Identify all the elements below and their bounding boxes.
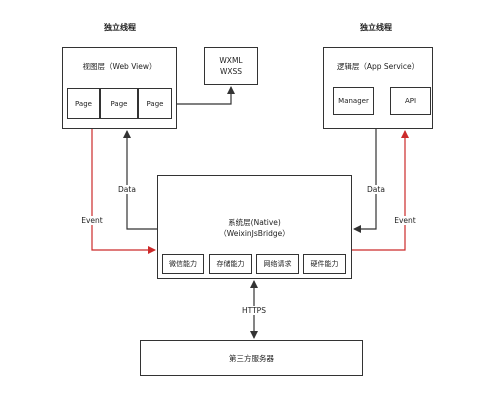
manager-box: Manager bbox=[333, 87, 374, 115]
third-party-server-label: 第三方服务器 bbox=[229, 354, 274, 363]
logic-layer-title: 逻辑层（App Service） bbox=[336, 62, 420, 71]
wxss-label: WXSS bbox=[219, 67, 243, 76]
wxml-wxss-box: WXML WXSS bbox=[204, 47, 258, 85]
api-box: API bbox=[390, 87, 431, 115]
view-to-wxml-arrow bbox=[177, 86, 235, 105]
thread-label-right: 独立线程 bbox=[360, 23, 392, 32]
native-layer-title: 系统层(Native) bbox=[228, 218, 281, 227]
capability-hardware: 硬件能力 bbox=[303, 254, 346, 274]
page-cell-3: Page bbox=[138, 88, 172, 119]
data-label-left: Data bbox=[114, 185, 140, 194]
third-party-server-box: 第三方服务器 bbox=[140, 340, 363, 376]
native-layer-subtitle: （WeixinJsBridge） bbox=[219, 229, 290, 238]
data-label-right: Data bbox=[363, 185, 389, 194]
page-cell-2: Page bbox=[100, 88, 138, 119]
data-arrow-right bbox=[353, 129, 377, 233]
page-cell-1: Page bbox=[67, 88, 100, 119]
event-label-left: Event bbox=[76, 216, 108, 225]
wxml-label: WXML bbox=[219, 56, 243, 65]
https-label: HTTPS bbox=[236, 306, 272, 315]
view-layer-title: 视图层（Web View） bbox=[82, 62, 157, 71]
thread-label-left: 独立线程 bbox=[104, 23, 136, 32]
capability-wechat: 微信能力 bbox=[162, 254, 204, 274]
event-label-right: Event bbox=[389, 216, 421, 225]
capability-storage: 存储能力 bbox=[209, 254, 252, 274]
data-arrow-left bbox=[123, 130, 157, 230]
capability-network: 网络请求 bbox=[256, 254, 299, 274]
